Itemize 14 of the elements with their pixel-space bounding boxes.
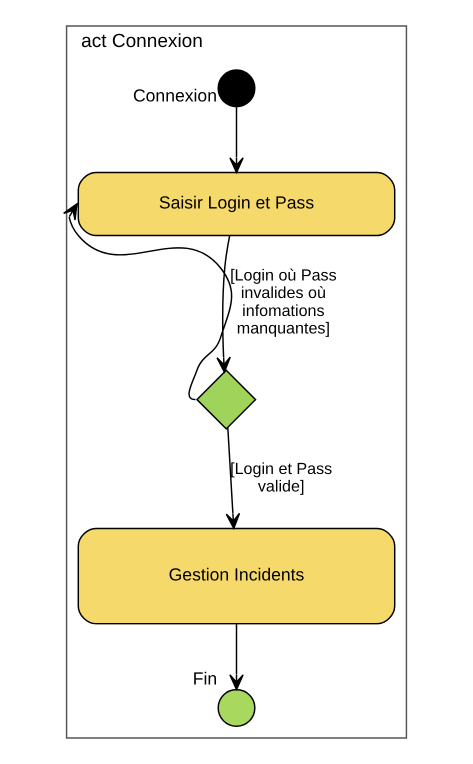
- node-label: Connexion: [132, 86, 217, 106]
- node-circle: [217, 688, 256, 727]
- edge-label: [Login où Pass invalides où infomations manquantes]: [230, 266, 337, 338]
- arrow: [229, 624, 244, 690]
- node-label: Fin: [192, 668, 218, 689]
- node-diamond: [196, 369, 257, 430]
- arrow: [62, 203, 232, 400]
- node-circle: [217, 69, 256, 108]
- arrow: [216, 236, 231, 373]
- edge-label: [Login et Pass valide]: [230, 460, 332, 496]
- arrow: [229, 106, 244, 174]
- node-box: Saisir Login et Pass: [78, 172, 396, 236]
- arrow: [226, 427, 240, 530]
- node-box: Gestion Incidents: [78, 528, 396, 624]
